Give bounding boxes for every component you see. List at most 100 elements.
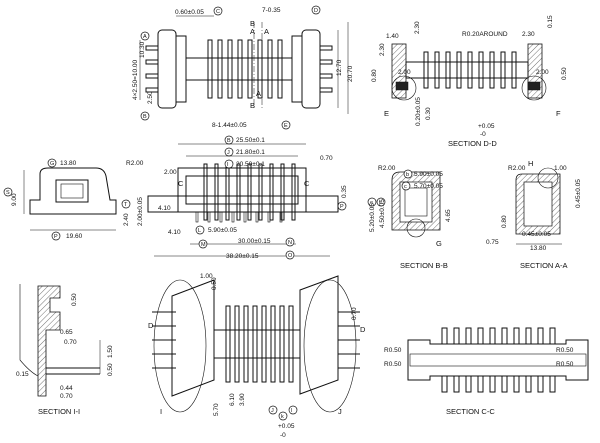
fv-label-c: C <box>178 179 184 188</box>
cc-r050-br: R0.50 <box>556 361 574 368</box>
dim-top-d: 7-0.35 <box>262 7 281 14</box>
top-view-fin <box>267 39 273 99</box>
iso-tol-plus: +0.05 <box>278 423 295 430</box>
ii-d-050b: 0.50 <box>107 363 114 376</box>
top-view-fin <box>247 39 253 99</box>
iso-fin <box>261 305 267 383</box>
dd-fin <box>456 51 462 89</box>
dd-d8: 2.00 <box>398 69 411 76</box>
dim-bottom-e: 8-1.44±0.05 <box>212 122 247 129</box>
top-view-pin <box>319 87 333 93</box>
fv-d-b: 25.50±0.1 <box>236 137 265 144</box>
dd-fin <box>500 51 506 89</box>
top-view-pin <box>145 73 159 79</box>
section-a-label-3: A <box>256 89 261 98</box>
dd-label-f: F <box>556 109 561 118</box>
aa-d-100: 1.00 <box>554 165 567 172</box>
front-view-fin <box>236 163 241 221</box>
cc-fin-bottom <box>501 375 508 393</box>
section-bb-title: SECTION B-B <box>400 261 448 270</box>
svg-text:c: c <box>404 184 407 190</box>
dd-d11: 0.30 <box>425 107 432 120</box>
top-view: A A B B A C 0.60±0.05 7-0.35 D 20.70 12.… <box>132 5 354 130</box>
top-view-pin <box>145 59 159 65</box>
iso-tol-minus: -0 <box>280 432 286 439</box>
front-view-pin <box>231 211 235 223</box>
dd-d7: 0.80 <box>371 69 378 82</box>
dim-top-c: 0.60±0.05 <box>175 9 204 16</box>
front-view-pin <box>279 211 283 223</box>
top-view-pin <box>145 45 159 51</box>
svg-text:D: D <box>314 8 318 14</box>
top-view-fin <box>207 39 213 99</box>
cc-fin-top <box>489 327 496 345</box>
front-view-pin <box>267 211 271 223</box>
iso-fin <box>225 305 231 383</box>
svg-text:I: I <box>227 162 229 168</box>
iso-d-390: 3.90 <box>239 393 246 406</box>
fv-d-590: 5.90±0.05 <box>208 227 237 234</box>
iso-label-d: D <box>148 321 154 330</box>
fv-d-070: 0.70 <box>320 155 333 162</box>
top-view-pin <box>145 87 159 93</box>
left-view: S 9.00 G 13.80 R2.00 P 19.60 T 2.40 <box>3 158 144 241</box>
cc-fin-bottom <box>537 375 544 393</box>
front-view-pin <box>195 211 199 223</box>
front-view-fin <box>258 163 263 221</box>
fv-d-410a: 4.10 <box>158 205 171 212</box>
cc-fin-bottom <box>489 375 496 393</box>
dd-label-e: E <box>384 109 389 118</box>
iso-d-100: 1.00 <box>200 273 213 280</box>
front-view-fin <box>269 163 274 221</box>
cc-fin-top <box>441 327 448 345</box>
fv-d-035: 0.35 <box>341 185 348 198</box>
section-dd-title: SECTION D-D <box>448 139 497 148</box>
dd-fin <box>489 51 495 89</box>
dd-d5: 2.30 <box>414 21 421 34</box>
section-b-label: B <box>250 19 255 28</box>
aa-label-h: H <box>528 159 533 168</box>
dd-d2: R0.20AROUND <box>462 31 508 38</box>
lv-d-p: 19.60 <box>66 233 83 240</box>
cc-fin-bottom <box>525 375 532 393</box>
svg-text:J: J <box>227 150 230 156</box>
svg-text:f: f <box>379 200 381 206</box>
cc-fin-top <box>525 327 532 345</box>
dd-fin <box>445 51 451 89</box>
section-bb-view: R2.00 b 5.90±0.05 c 5.70±0.05 e 5.20±0.0… <box>367 165 452 270</box>
aa-d-075: 0.75 <box>486 239 499 246</box>
aa-d-r2: R2.00 <box>508 165 526 172</box>
ii-d-065: 0.65 <box>60 329 73 336</box>
ii-d-050: 0.50 <box>71 293 78 306</box>
section-cc-title: SECTION C-C <box>446 407 495 416</box>
svg-text:E: E <box>284 123 288 129</box>
svg-text:O: O <box>288 253 293 259</box>
front-view-fin <box>214 163 219 221</box>
top-view-fin <box>227 39 233 99</box>
iso-fin <box>234 305 240 383</box>
svg-text:k: k <box>281 414 284 420</box>
iso-d-050: 0.50 <box>211 277 218 290</box>
top-view-fin <box>217 39 223 99</box>
fv-d-j: 21.80±0.1 <box>236 149 265 156</box>
fv-d-i: 20.50±0.1 <box>236 161 265 168</box>
bb-d-m: 4.50±0.05 <box>379 199 386 228</box>
dd-d10: 0.50 <box>561 67 568 80</box>
ii-d-070: 0.70 <box>64 339 77 346</box>
cc-fin-bottom <box>477 375 484 393</box>
front-view-pin <box>243 211 247 223</box>
cc-fin-top <box>477 327 484 345</box>
dd-tol-minus: -0 <box>480 131 486 138</box>
cc-fin-bottom <box>513 375 520 393</box>
top-view-fin <box>277 39 283 99</box>
bb-d-c: 5.70±0.05 <box>414 183 443 190</box>
section-ii-title: SECTION I-I <box>38 407 80 416</box>
isometric-view: 1.00 0.50 0.70 D D I J 5.70 6.10 3.90 J … <box>148 273 366 439</box>
bb-label-g: G <box>436 239 442 248</box>
iso-d-570: 5.70 <box>213 403 220 416</box>
iso-label-j: J <box>338 407 342 416</box>
fv-label-c2: C <box>304 179 310 188</box>
svg-text:S: S <box>6 190 10 196</box>
cc-fin-top <box>465 327 472 345</box>
front-view-fin <box>203 163 208 221</box>
